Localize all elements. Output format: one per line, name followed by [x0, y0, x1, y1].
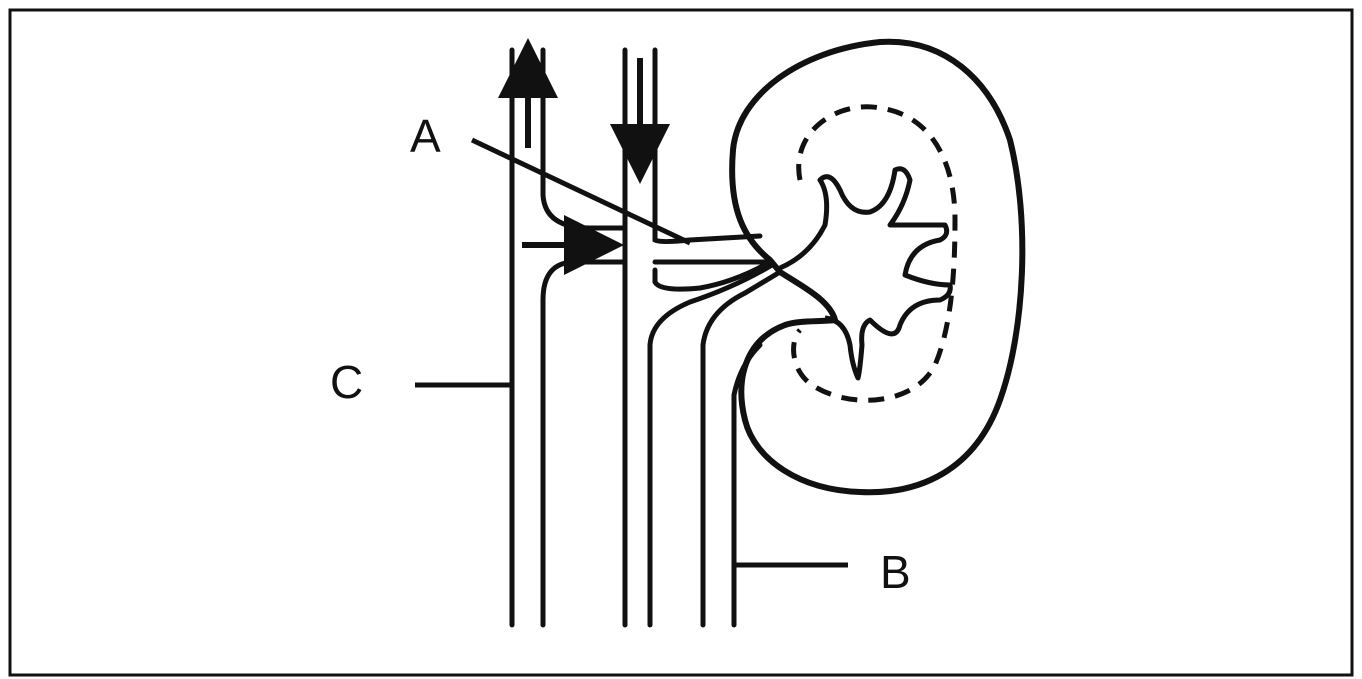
vessel-middle [625, 50, 770, 625]
vessel-b [650, 265, 780, 625]
medulla-dashed-outline [794, 107, 955, 401]
kidney-outline [732, 42, 1022, 493]
label-a: A [410, 110, 441, 162]
figure-border [10, 10, 1352, 675]
flow-arrows [522, 58, 640, 245]
renal-pelvis [780, 169, 950, 378]
label-b: B [880, 546, 911, 598]
label-c: C [330, 356, 363, 408]
